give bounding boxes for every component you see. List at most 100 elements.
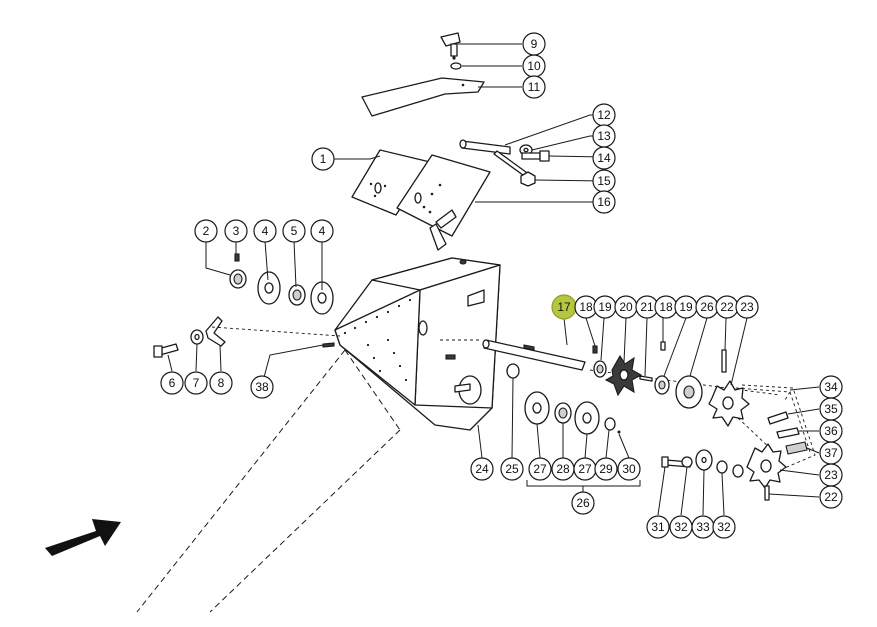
screw-38	[322, 342, 335, 348]
housing-rivets	[343, 298, 412, 382]
chain-link-35	[767, 411, 789, 425]
svg-text:14: 14	[597, 151, 611, 165]
callout-20: 20	[614, 295, 638, 319]
flange-27b	[574, 401, 600, 435]
svg-text:25: 25	[505, 462, 519, 476]
callout-33: 33	[691, 515, 715, 539]
callout-25: 25	[500, 457, 524, 481]
nut-15	[520, 171, 536, 187]
bearing-28	[554, 402, 572, 424]
washer-32a	[681, 456, 693, 468]
set-screw-3	[234, 253, 240, 262]
callout-26a: 26	[695, 295, 719, 319]
svg-text:27: 27	[533, 462, 547, 476]
callout-38: 38	[250, 375, 274, 399]
svg-text:35: 35	[824, 402, 838, 416]
callout-9: 9	[522, 32, 546, 56]
callout-34: 34	[819, 375, 843, 399]
bearing-2	[229, 269, 247, 289]
svg-text:15: 15	[597, 174, 611, 188]
pin-22a	[721, 349, 727, 373]
callout-28: 28	[551, 457, 575, 481]
callout-17-highlighted: 17	[551, 294, 577, 320]
svg-text:4: 4	[262, 224, 269, 238]
bolt-14	[521, 150, 550, 162]
cover-plate	[361, 77, 485, 117]
svg-text:17: 17	[557, 300, 571, 314]
callout-35: 35	[819, 397, 843, 421]
side-panel-16	[396, 154, 491, 251]
svg-text:4: 4	[319, 224, 326, 238]
callout-10: 10	[522, 54, 546, 78]
callout-22a: 22	[715, 295, 739, 319]
callout-18b: 18	[654, 295, 678, 319]
svg-text:21: 21	[640, 300, 654, 314]
callout-3: 3	[224, 219, 248, 243]
svg-text:3: 3	[233, 224, 240, 238]
callout-5: 5	[282, 219, 306, 243]
svg-text:9: 9	[531, 37, 538, 51]
bearing-5	[288, 284, 306, 306]
callout-12: 12	[592, 103, 616, 127]
svg-text:18: 18	[579, 300, 593, 314]
pin-18b	[660, 341, 666, 351]
svg-text:31: 31	[651, 520, 665, 534]
callout-15: 15	[592, 169, 616, 193]
svg-text:13: 13	[597, 129, 611, 143]
svg-text:11: 11	[528, 80, 541, 94]
chain-link-37	[785, 441, 808, 455]
svg-text:5: 5	[291, 224, 298, 238]
svg-text:28: 28	[556, 462, 570, 476]
bearing-19a	[593, 360, 607, 378]
callout-37: 37	[819, 441, 843, 465]
callout-27b: 27	[573, 457, 597, 481]
svg-text:29: 29	[599, 462, 613, 476]
rod	[459, 139, 531, 179]
chain-34	[735, 384, 816, 471]
pin-18a	[592, 345, 598, 354]
callout-31: 31	[646, 515, 670, 539]
nut-30	[617, 430, 621, 434]
main-shaft-17	[482, 339, 586, 371]
svg-text:22: 22	[720, 300, 734, 314]
callout-1: 1	[311, 147, 335, 171]
hub-26	[675, 375, 703, 409]
svg-text:20: 20	[619, 300, 633, 314]
svg-text:16: 16	[597, 195, 611, 209]
svg-text:23: 23	[740, 300, 754, 314]
sprocket-23b	[746, 443, 787, 489]
callout-4a: 4	[253, 219, 277, 243]
svg-text:37: 37	[824, 446, 838, 460]
bearing-19b	[654, 375, 670, 395]
svg-text:27: 27	[578, 462, 592, 476]
svg-text:12: 12	[597, 108, 611, 122]
svg-text:33: 33	[696, 520, 710, 534]
svg-text:32: 32	[717, 520, 731, 534]
callout-23b: 23	[819, 463, 843, 487]
callout-2: 2	[194, 219, 218, 243]
callout-27a: 27	[528, 457, 552, 481]
svg-text:38: 38	[255, 380, 269, 394]
group-bracket-26	[526, 480, 641, 492]
svg-text:6: 6	[169, 376, 176, 390]
svg-text:23: 23	[824, 468, 838, 482]
callout-11: 11	[522, 75, 546, 99]
callout-6: 6	[160, 371, 184, 395]
callout-29: 29	[594, 457, 618, 481]
key-21	[639, 375, 653, 382]
svg-text:19: 19	[598, 300, 612, 314]
sprocket-20	[604, 354, 643, 397]
callout-8: 8	[209, 371, 233, 395]
callout-30: 30	[617, 457, 641, 481]
washer-29	[604, 417, 616, 431]
svg-text:36: 36	[824, 424, 838, 438]
callout-21: 21	[635, 295, 659, 319]
svg-text:1: 1	[320, 152, 327, 166]
svg-text:8: 8	[218, 376, 225, 390]
disc-33	[695, 449, 713, 471]
svg-text:26: 26	[700, 300, 714, 314]
washer-32b	[716, 460, 728, 474]
handle-knob	[440, 32, 462, 70]
sprocket-23a	[708, 380, 750, 427]
dashed-chute	[136, 349, 401, 613]
